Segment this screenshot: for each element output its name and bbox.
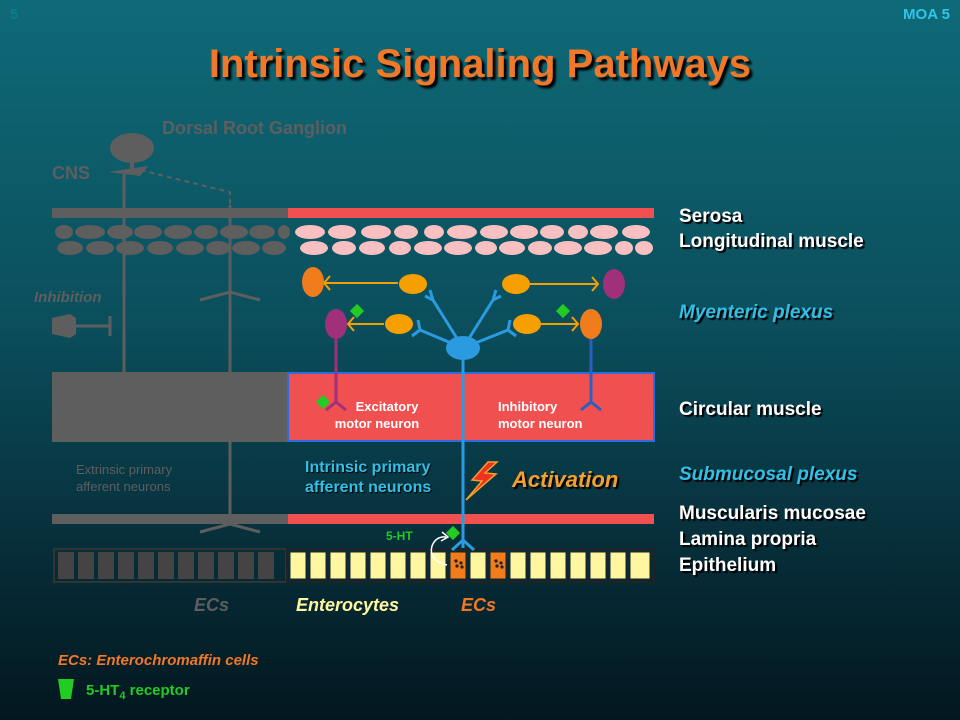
enterochromaffin-cells xyxy=(449,551,507,580)
interneurons xyxy=(322,274,600,334)
muscularis-mucosae-label: Muscularis mucosae xyxy=(679,503,866,524)
drg-soma xyxy=(110,133,154,163)
submucosal-plexus-label: Submucosal plexus xyxy=(679,464,858,485)
dorsal-root-ganglion-label: Dorsal Root Ganglion xyxy=(162,118,348,138)
excitatory-motor-neuron xyxy=(302,267,347,412)
ipan-soma xyxy=(446,336,480,360)
serosa-grey xyxy=(52,208,288,218)
cns-terminal xyxy=(108,166,148,176)
enterocytes-label: Enterocytes xyxy=(296,595,400,615)
ecs-grey-label: ECs xyxy=(194,595,230,615)
serosa-label: Serosa xyxy=(679,206,743,227)
longitudinal-muscle-label: Longitudinal muscle xyxy=(679,231,864,252)
extrinsic-section xyxy=(52,133,290,583)
receptor-legend-label: 5-HT4 receptor xyxy=(86,682,190,702)
epithelium-label: Epithelium xyxy=(679,555,777,576)
intrinsic-section xyxy=(286,208,655,583)
lamina-propria-label: Lamina propria xyxy=(679,529,817,550)
drg-dashed-axon xyxy=(131,167,231,205)
inhibition-label: Inhibition xyxy=(34,289,102,306)
epithelium-grey xyxy=(58,552,274,579)
circular-muscle-band xyxy=(287,372,655,442)
longitudinal-muscle-cells xyxy=(295,225,653,255)
slide-number: 5 xyxy=(10,6,19,23)
activation-label: Activation xyxy=(512,467,619,492)
page-title: Intrinsic Signaling Pathways xyxy=(208,42,752,86)
muscularis-band xyxy=(288,514,654,524)
serosa-band xyxy=(288,208,654,218)
muscularis-grey xyxy=(52,514,288,524)
inhibition-terminal xyxy=(52,314,76,338)
myenteric-plexus-label: Myenteric plexus xyxy=(679,302,834,323)
circular-muscle-label: Circular muscle xyxy=(679,399,822,420)
intrinsic-afferent-label: Intrinsic primary afferent neurons xyxy=(305,459,432,496)
serotonin-label: 5-HT xyxy=(386,529,413,543)
intrinsic-neurons xyxy=(302,267,625,566)
epithelium-cells xyxy=(289,551,651,580)
5ht4-receptors xyxy=(315,303,571,541)
inhibitory-motor-neuron xyxy=(580,269,625,412)
longitudinal-grey xyxy=(55,225,290,255)
ecs-definition: ECs: Enterochromaffin cells xyxy=(58,652,259,669)
circular-muscle-grey xyxy=(52,372,288,442)
extrinsic-afferent-label: Extrinsic primary afferent neurons xyxy=(76,462,173,494)
ecs-orange-label: ECs xyxy=(461,595,497,615)
cns-label: CNS xyxy=(52,163,91,183)
slide-tag: MOA 5 xyxy=(903,6,950,23)
inhibitory-motor-neuron-label: Inhibitory motor neuron xyxy=(498,399,583,431)
excitatory-motor-neuron-label: Excitatory motor neuron xyxy=(334,399,420,431)
serotonin-arrow xyxy=(430,536,448,566)
activation-bolt-icon xyxy=(465,461,499,501)
receptor-legend-icon xyxy=(58,679,74,699)
